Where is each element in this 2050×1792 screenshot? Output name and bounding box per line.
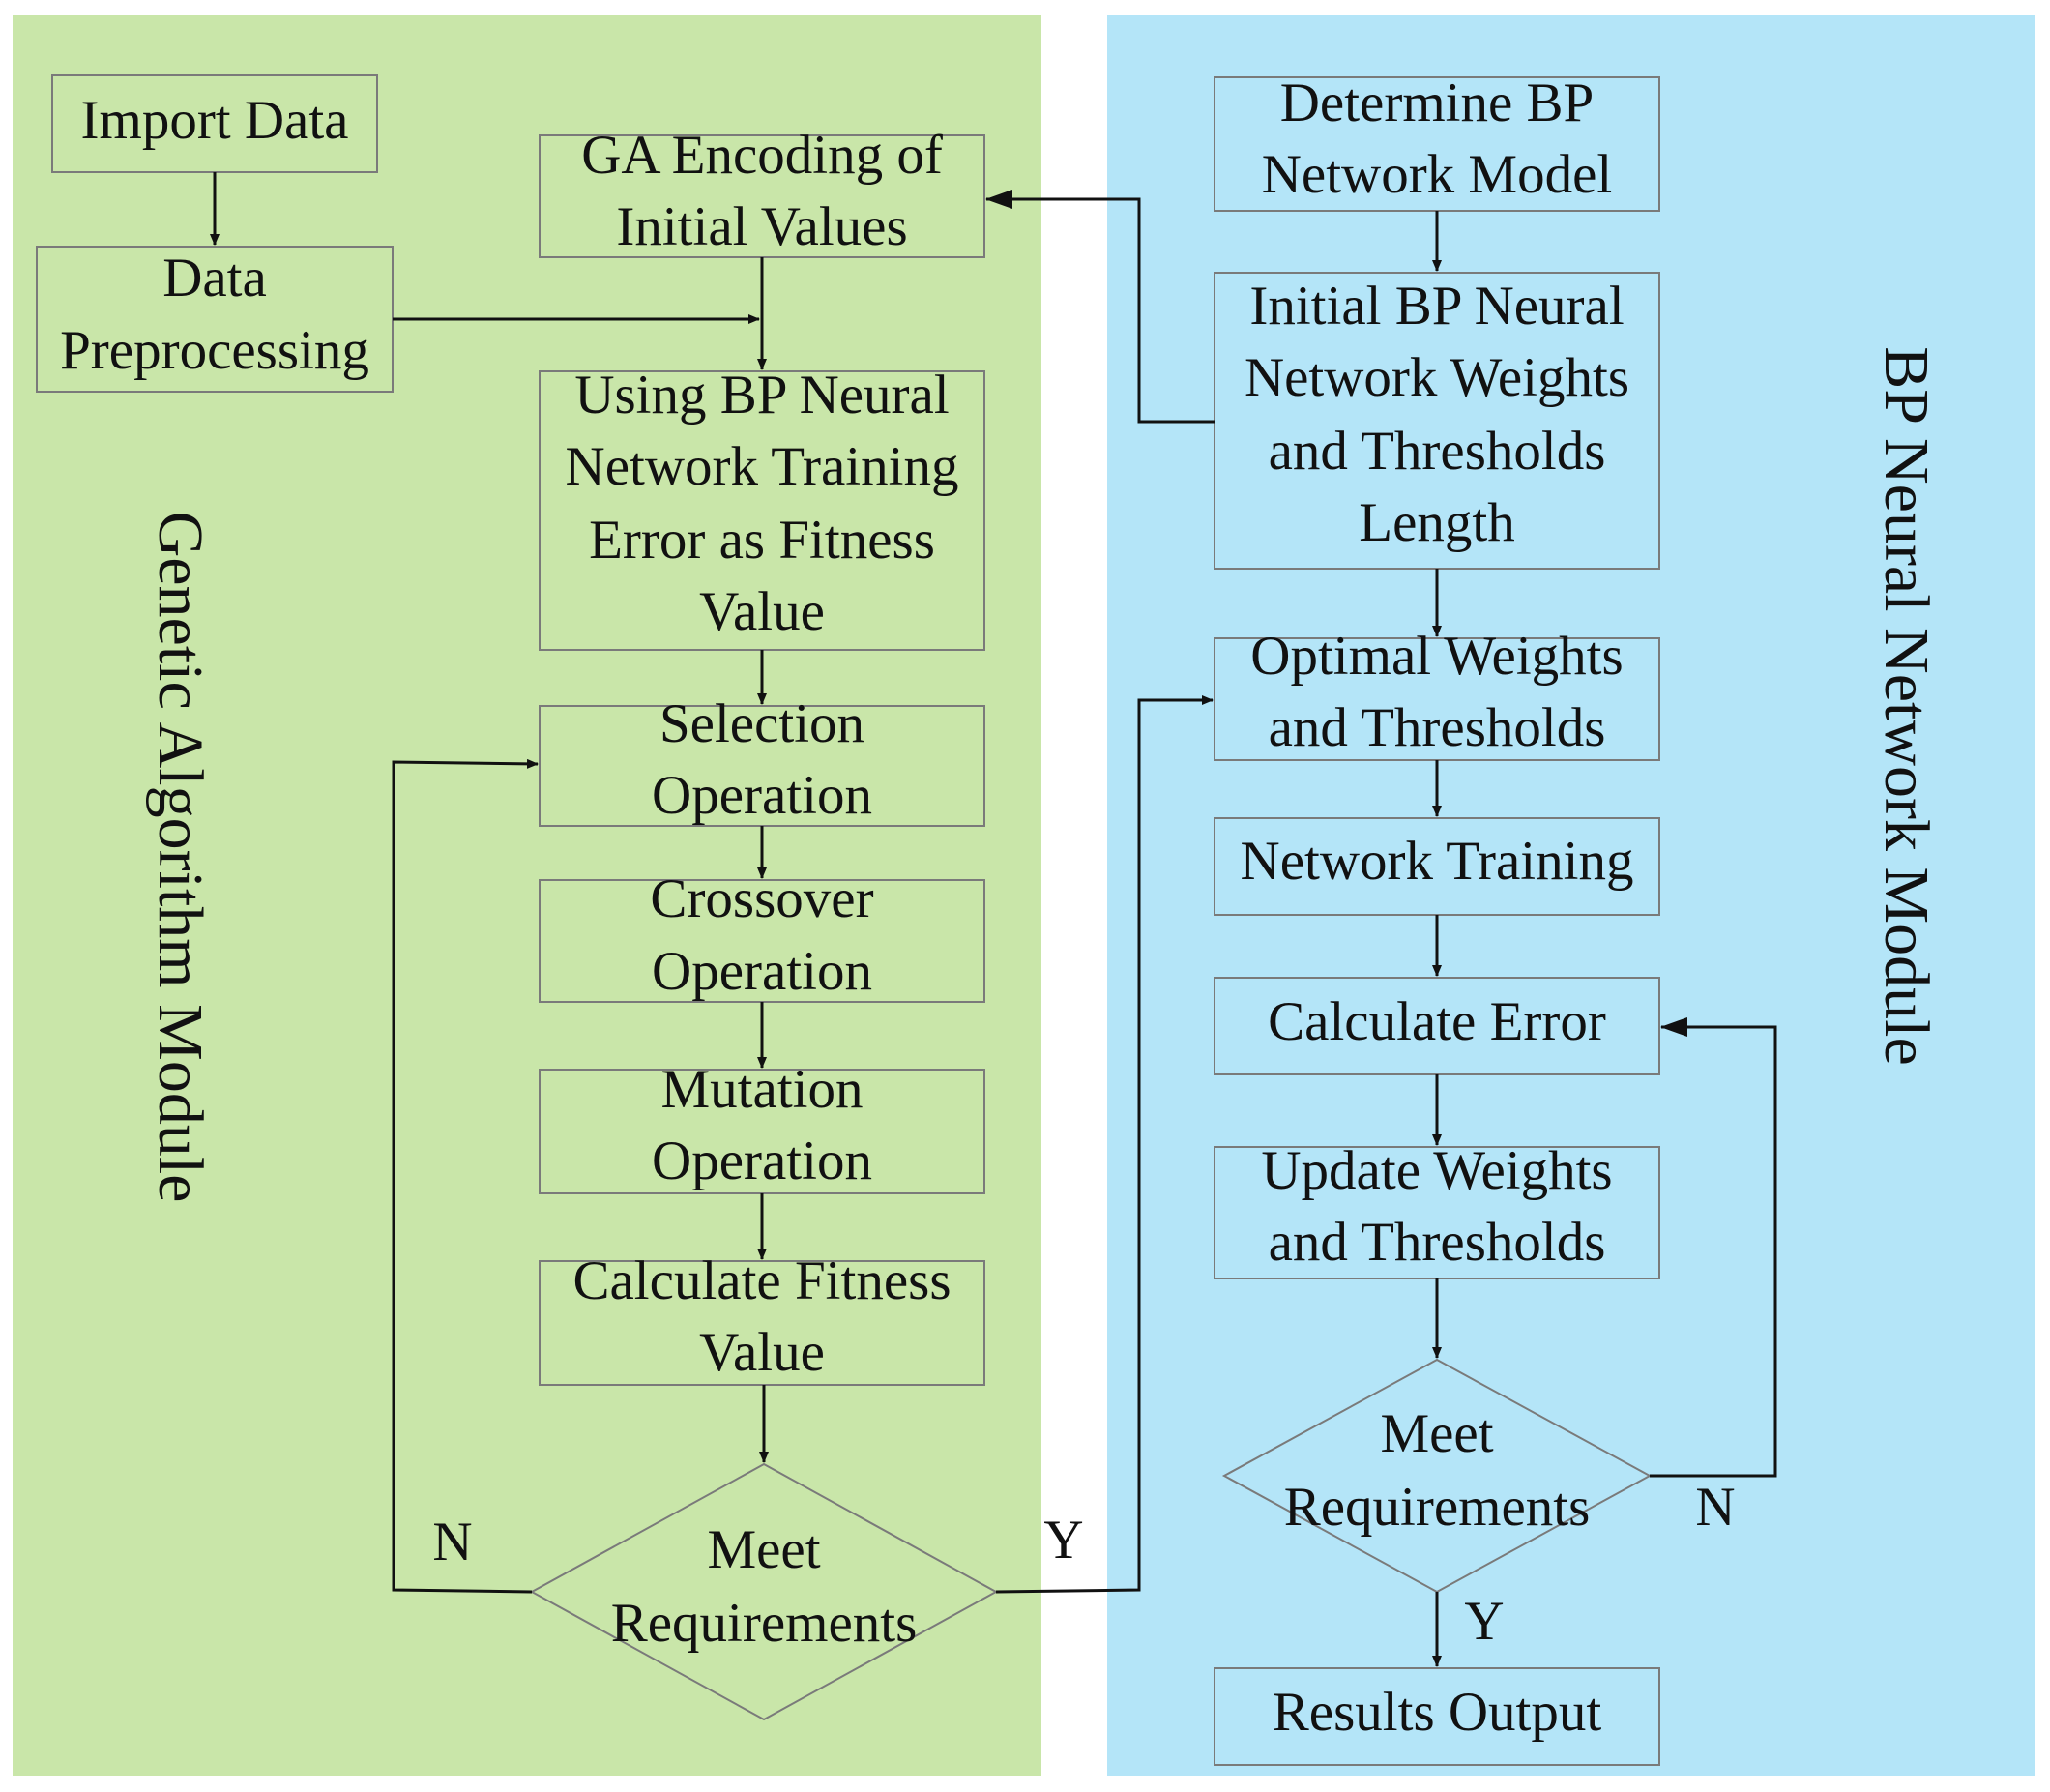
- ga-decision-label-line1: Meet: [707, 1519, 820, 1580]
- determine-bp-label-line1: Determine BP: [1280, 73, 1595, 133]
- arrow-ga-yes-to-optimal: [995, 695, 1214, 1594]
- fitness-value-label-line2: Network Training: [566, 436, 959, 497]
- fitness-value-label-line1: Using BP Neural: [574, 365, 949, 426]
- initial-bp-label-line2: Network Weights: [1245, 347, 1629, 408]
- network-training-label: Network Training: [1241, 831, 1634, 892]
- mutation-label-line1: Mutation: [661, 1059, 864, 1120]
- fitness-value-label-line3: Error as Fitness: [589, 510, 935, 571]
- bp-network-module-title: BP Neural Network Module: [1871, 346, 1942, 1066]
- genetic-algorithm-module-title: Genetic Algorithm Module: [145, 512, 216, 1203]
- calculate-error-label: Calculate Error: [1268, 991, 1606, 1052]
- import-data-label: Import Data: [81, 90, 349, 151]
- initial-bp-label-line1: Initial BP Neural: [1249, 276, 1624, 337]
- mutation-label-line2: Operation: [652, 1131, 872, 1191]
- data-preprocessing-box: Data Preprocessing: [36, 246, 394, 393]
- bp-network-panel: [1107, 15, 2035, 1776]
- arrow-initial-to-encoding: [985, 190, 1215, 424]
- arrow-bp-no-loop: [1650, 1017, 1777, 1478]
- crossover-label-line2: Operation: [652, 941, 872, 1002]
- calc-fitness-label-line1: Calculate Fitness: [572, 1250, 951, 1311]
- determine-bp-box: Determine BP Network Model: [1214, 73, 1660, 212]
- update-weights-box: Update Weights and Thresholds: [1214, 1140, 1660, 1279]
- genetic-algorithm-panel: [13, 15, 1041, 1776]
- initial-bp-box: Initial BP Neural Network Weights and Th…: [1214, 272, 1660, 570]
- initial-bp-label-line3: and Thresholds: [1269, 421, 1606, 482]
- bp-decision-label-line2: Requirements: [1284, 1477, 1591, 1538]
- ga-encoding-box: GA Encoding of Initial Values: [539, 125, 985, 258]
- determine-bp-label-line2: Network Model: [1262, 144, 1613, 205]
- arrow-ga-no-loop: [392, 758, 539, 1594]
- update-weights-label-line2: and Thresholds: [1269, 1212, 1606, 1273]
- optimal-weights-label-line2: and Thresholds: [1269, 697, 1606, 758]
- initial-bp-label-line4: Length: [1359, 492, 1514, 553]
- results-output-box: Results Output: [1214, 1667, 1660, 1766]
- data-preprocessing-label-line1: Data: [162, 248, 267, 308]
- import-data-box: Import Data: [51, 74, 378, 173]
- ga-yes-label: Y: [1043, 1510, 1083, 1571]
- ga-decision-diamond: Meet Requirements: [529, 1462, 999, 1721]
- fitness-value-box: Using BP Neural Network Training Error a…: [539, 365, 985, 651]
- selection-label-line2: Operation: [652, 765, 872, 826]
- update-weights-label-line1: Update Weights: [1261, 1140, 1612, 1201]
- ga-encoding-label-line1: GA Encoding of: [581, 125, 943, 186]
- ga-decision-label-line2: Requirements: [611, 1593, 918, 1654]
- data-preprocessing-label-line2: Preprocessing: [60, 320, 369, 381]
- results-output-label: Results Output: [1273, 1682, 1602, 1743]
- calc-fitness-label-line2: Value: [699, 1322, 825, 1383]
- bp-decision-label-line1: Meet: [1380, 1403, 1493, 1464]
- bp-yes-label: Y: [1464, 1591, 1504, 1652]
- ga-no-label: N: [432, 1512, 472, 1572]
- mutation-operation-box: Mutation Operation: [539, 1059, 985, 1194]
- fitness-value-label-line4: Value: [699, 581, 825, 642]
- bp-no-label: N: [1695, 1477, 1735, 1538]
- network-training-box: Network Training: [1214, 817, 1660, 916]
- ga-encoding-label-line2: Initial Values: [616, 196, 907, 257]
- calculate-fitness-box: Calculate Fitness Value: [539, 1250, 985, 1386]
